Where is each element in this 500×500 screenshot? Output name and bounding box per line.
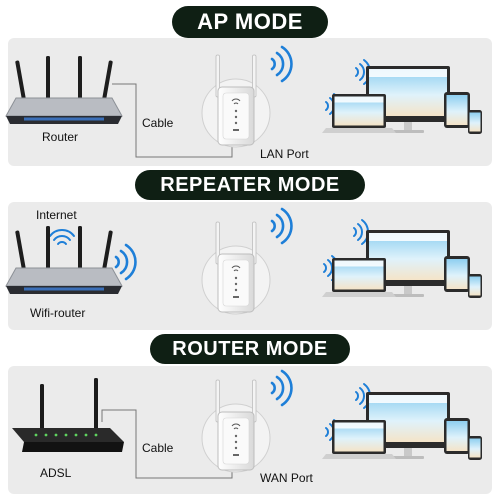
client-devices-icon [322, 230, 482, 298]
wifi-small-icon [353, 219, 369, 245]
client-devices-icon [322, 392, 482, 460]
cable-label: Cable [142, 441, 174, 455]
adsl-modem-icon [12, 378, 124, 452]
client-devices-icon [322, 66, 482, 134]
router-label: Router [42, 130, 79, 144]
wifi-router-label: Wifi-router [30, 306, 86, 320]
internet-label: Internet [36, 208, 77, 222]
router-mode-artwork [12, 369, 482, 479]
cable-label: Cable [142, 116, 174, 130]
extender-icon [201, 54, 271, 148]
router-mode-header: ROUTER MODE [150, 334, 350, 364]
router-icon [5, 55, 123, 125]
repeater-mode-artwork [5, 207, 482, 315]
extender-icon [201, 379, 271, 473]
extender-icon [201, 221, 271, 315]
adsl-label: ADSL [40, 466, 72, 480]
wifi-signal-icon [270, 45, 293, 83]
repeater-mode-header: REPEATER MODE [135, 170, 365, 200]
lan-port-label: LAN Port [260, 147, 309, 161]
wifi-signal-icon [114, 243, 137, 281]
wifi-signal-icon [270, 369, 293, 407]
wifi-signal-icon [270, 207, 293, 245]
ap-mode-artwork [5, 45, 482, 158]
ap-mode-header: AP MODE [172, 6, 328, 38]
cable-line [101, 409, 233, 479]
wan-port-label: WAN Port [260, 471, 313, 485]
internet-wifi-icon [49, 229, 75, 245]
cable-line [112, 83, 233, 158]
